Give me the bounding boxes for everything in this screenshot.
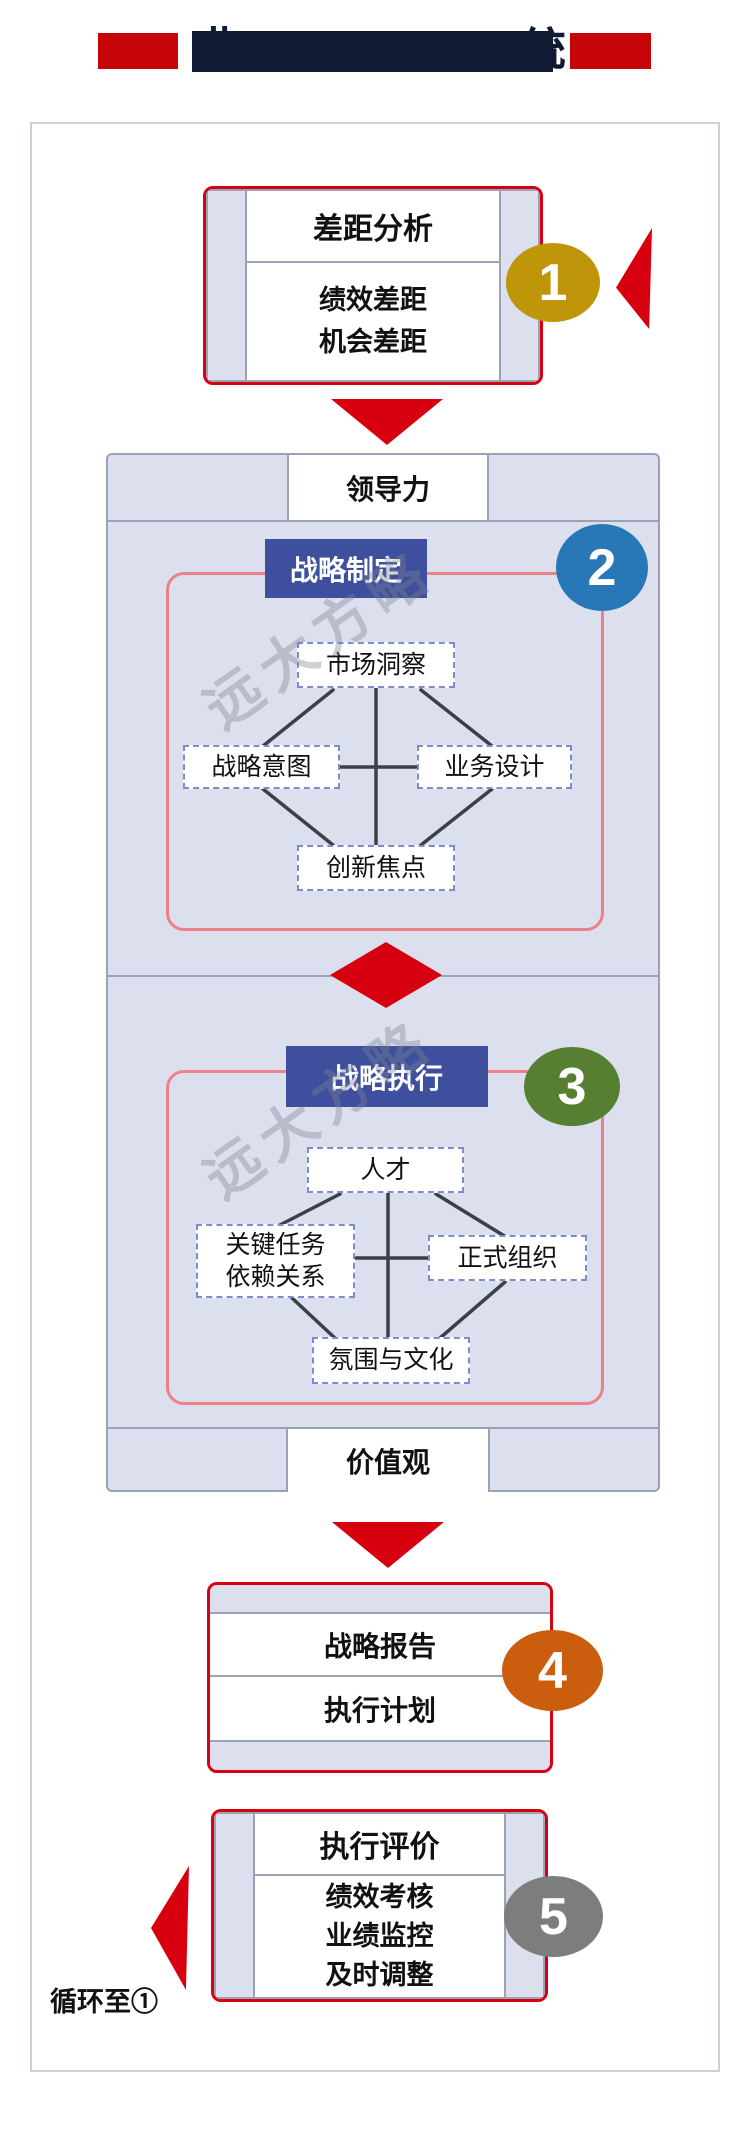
step4-number-badge: 4 xyxy=(502,1630,603,1711)
step1-number-badge: 1 xyxy=(506,243,600,322)
step4-top-band xyxy=(210,1585,550,1612)
step1-number: 1 xyxy=(538,253,568,312)
step1-left-column xyxy=(206,189,247,382)
loop-label: 循环至① xyxy=(50,1987,158,2017)
step5-line1: 绩效考核 xyxy=(325,1881,434,1912)
node-climate-culture-label: 氛围与文化 xyxy=(328,1346,454,1375)
node-key-tasks: 关键任务 依赖关系 xyxy=(196,1224,355,1298)
step4-bottom-band xyxy=(210,1742,550,1770)
node-strategic-intent: 战略意图 xyxy=(183,745,340,789)
node-market-insight-label: 市场洞察 xyxy=(325,650,426,679)
execution-header: 战略执行 xyxy=(286,1046,488,1107)
node-key-tasks-line1: 关键任务 xyxy=(225,1230,326,1259)
title-redaction-bar xyxy=(192,31,553,72)
step5-number-badge: 5 xyxy=(504,1876,603,1957)
step4-output-box: 战略报告 执行计划 xyxy=(207,1582,553,1773)
formulation-header: 战略制定 xyxy=(265,539,427,598)
title-red-block-left xyxy=(98,33,178,69)
step3-number: 3 xyxy=(557,1057,587,1116)
node-innovation-focus: 创新焦点 xyxy=(297,845,455,891)
step4-row-execution-plan: 执行计划 xyxy=(210,1677,550,1742)
execution-section xyxy=(108,977,658,1429)
title-red-block-right xyxy=(570,33,651,69)
node-market-insight: 市场洞察 xyxy=(297,642,455,688)
leadership-label: 领导力 xyxy=(345,473,430,505)
step3-number-badge: 3 xyxy=(524,1047,620,1126)
values-label: 价值观 xyxy=(345,1446,430,1478)
step4-number: 4 xyxy=(538,1641,567,1700)
step2-number-badge: 2 xyxy=(556,524,648,611)
node-business-design: 业务设计 xyxy=(417,745,572,789)
step5-left-column xyxy=(214,1812,255,1999)
title-tail-char: 统 xyxy=(521,24,567,75)
node-innovation-focus-label: 创新焦点 xyxy=(325,853,426,882)
step5-header: 执行评价 xyxy=(255,1814,504,1876)
step5-center: 执行评价 绩效考核 业绩监控 及时调整 xyxy=(255,1812,504,1999)
step5-line2: 业绩监控 xyxy=(325,1920,434,1951)
step5-number: 5 xyxy=(539,1887,568,1946)
step5-body: 绩效考核 业绩监控 及时调整 xyxy=(255,1876,504,1997)
node-talent: 人才 xyxy=(307,1147,464,1193)
values-label-box: 价值观 xyxy=(286,1429,490,1492)
node-climate-culture: 氛围与文化 xyxy=(312,1337,470,1384)
node-strategic-intent-label: 战略意图 xyxy=(211,752,312,781)
step5-line3: 及时调整 xyxy=(325,1960,434,1991)
node-business-design-label: 业务设计 xyxy=(444,752,545,781)
node-key-tasks-line2: 依赖关系 xyxy=(225,1263,326,1291)
leadership-row xyxy=(108,455,658,522)
step1-line2: 机会差距 xyxy=(319,326,427,357)
node-formal-organization: 正式组织 xyxy=(428,1235,587,1281)
step1-center: 差距分析 绩效差距 机会差距 xyxy=(247,189,499,382)
leadership-label-box: 领导力 xyxy=(287,455,489,520)
step1-header: 差距分析 xyxy=(247,191,499,263)
step1-gap-analysis-box: 差距分析 绩效差距 机会差距 xyxy=(203,186,543,385)
step5-evaluation-box: 执行评价 绩效考核 业绩监控 及时调整 xyxy=(211,1809,548,2002)
step1-body: 绩效差距 机会差距 xyxy=(247,263,499,380)
step2-number: 2 xyxy=(587,538,617,597)
formulation-header-label: 战略制定 xyxy=(289,554,402,586)
node-formal-organization-label: 正式组织 xyxy=(457,1243,558,1272)
node-talent-label: 人才 xyxy=(360,1155,411,1184)
step1-line1: 绩效差距 xyxy=(319,284,427,315)
execution-header-label: 战略执行 xyxy=(330,1062,443,1094)
step4-row-strategy-report: 战略报告 xyxy=(210,1612,550,1677)
